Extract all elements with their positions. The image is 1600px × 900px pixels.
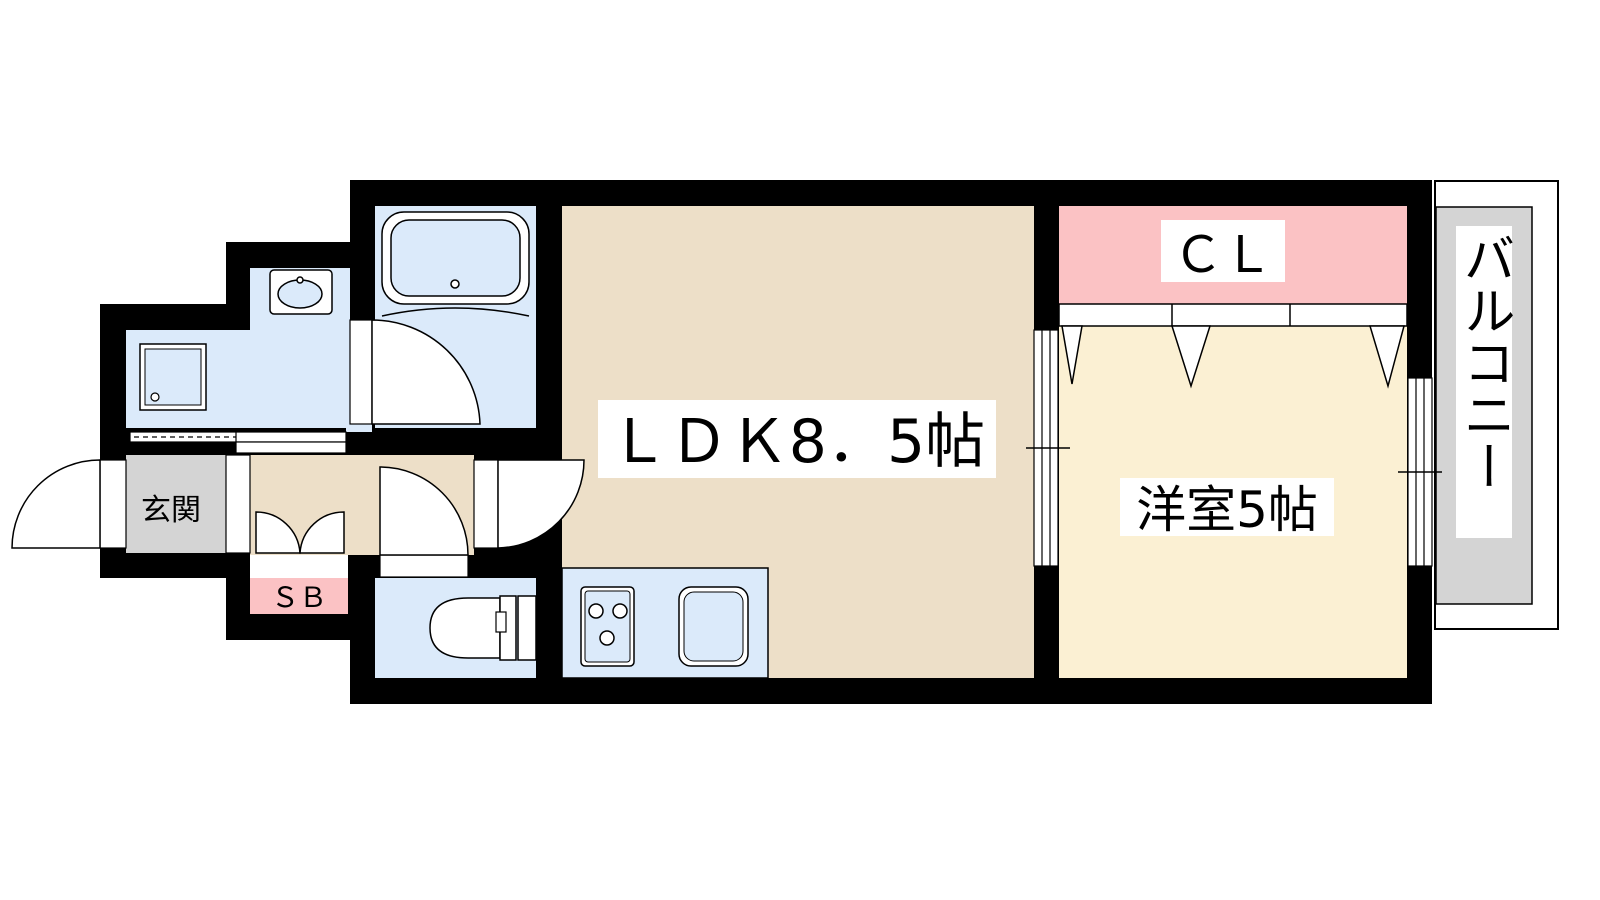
ldk-label-bg (598, 400, 996, 478)
shoe-box-doors (255, 511, 345, 554)
shoe-box-floor (250, 578, 348, 614)
stove-icon (580, 586, 635, 667)
washbasin-icon (269, 269, 333, 315)
closet-doors (1061, 304, 1405, 389)
kitchen-sink-icon (678, 586, 749, 667)
toilet-icon (429, 595, 537, 661)
shoe-box-label: ＳＢ (271, 581, 327, 614)
entrance-label: 玄関 (141, 493, 201, 528)
bathtub-icon (381, 211, 530, 317)
entrance-floor (126, 455, 226, 553)
ldk-door (473, 459, 585, 549)
closet-label: ＣＬ (1173, 226, 1273, 284)
ldk-partition-window (1026, 329, 1070, 567)
balcony-label-bg (1456, 226, 1512, 538)
shoe-box-strip (250, 555, 348, 578)
front-door (11, 459, 127, 549)
door-swing-icons (11, 304, 1405, 578)
bathroom-door (349, 319, 481, 425)
room-labels: ＬＤＫ8．5帖 洋室5帖 ＣＬ 玄関 ＳＢ (141, 220, 1334, 614)
closet-rail (1058, 303, 1408, 327)
washroom-sliding-door (129, 431, 347, 454)
western-label-bg (1120, 478, 1334, 536)
balcony-window (1398, 377, 1442, 567)
closet-label-bg (1161, 220, 1285, 282)
toilet-door (379, 466, 469, 578)
window-icons (1026, 329, 1442, 567)
western-room-label: 洋室5帖 (1136, 481, 1318, 539)
balcony-label: バルコニー (1454, 232, 1514, 492)
washing-machine-icon (139, 343, 207, 411)
balcony: バルコニー (1434, 180, 1559, 630)
ldk-label: ＬＤＫ8．5帖 (609, 407, 985, 477)
